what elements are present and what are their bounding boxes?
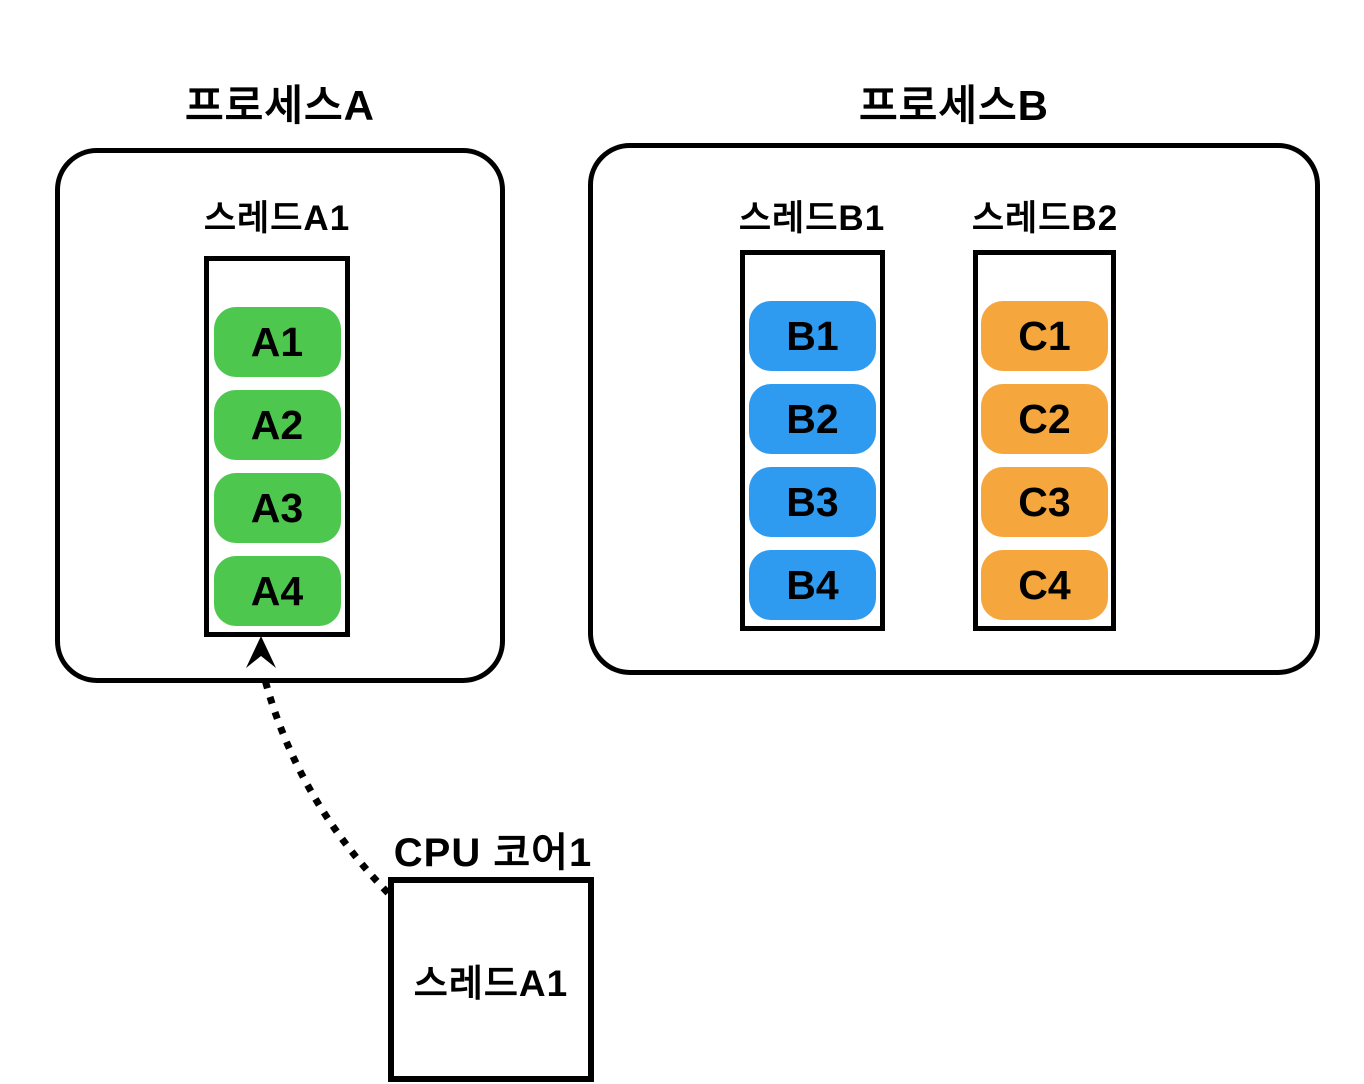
- task-chip: A4: [213, 556, 341, 626]
- cpu-core-box: 스레드A1: [388, 877, 594, 1082]
- process-a-title: 프로세스A: [185, 82, 375, 129]
- task-chip: B2: [749, 384, 876, 454]
- task-chip: B1: [749, 301, 876, 371]
- task-chip: A1: [213, 307, 341, 377]
- thread-a1-label: 스레드A1: [203, 199, 351, 238]
- thread-b2-label: 스레드B2: [971, 199, 1119, 238]
- task-chip: C1: [981, 301, 1108, 371]
- process-b-box: [588, 143, 1320, 675]
- task-chip: C2: [981, 384, 1108, 454]
- task-chip: C4: [981, 550, 1108, 620]
- task-chip: A2: [213, 390, 341, 460]
- task-chip: A3: [213, 473, 341, 543]
- cpu-core-title: CPU 코어1: [393, 831, 593, 875]
- task-chip: B4: [749, 550, 876, 620]
- task-chip: B3: [749, 467, 876, 537]
- process-b-title: 프로세스B: [859, 82, 1049, 129]
- cpu-running-thread-label: 스레드A1: [413, 962, 569, 1004]
- thread-b1-label: 스레드B1: [738, 199, 886, 238]
- task-chip: C3: [981, 467, 1108, 537]
